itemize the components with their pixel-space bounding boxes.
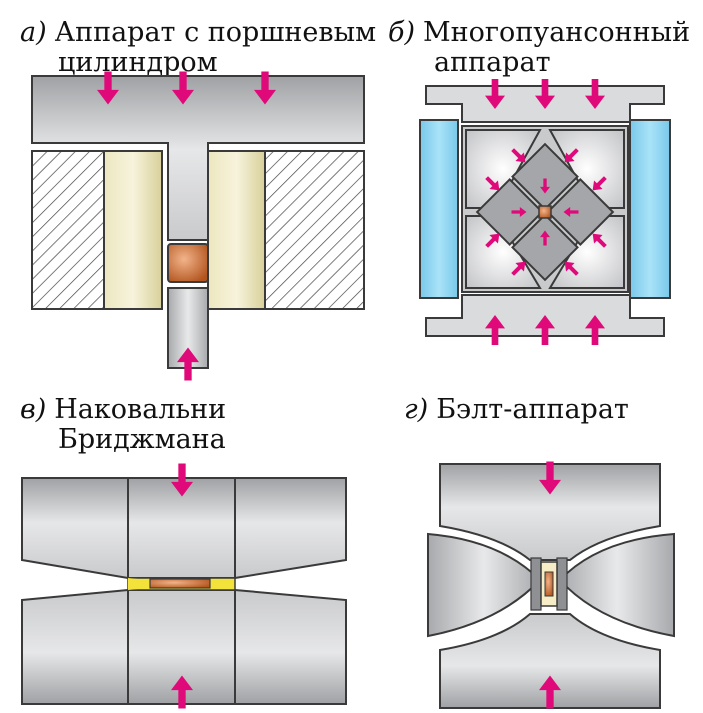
panel-a-liner-right <box>207 150 266 310</box>
panel-a-piston-cylinder: а)Аппарат с поршневым цилиндром <box>20 17 376 381</box>
panel-g-sample <box>544 571 554 597</box>
panel-b-side-block-left <box>419 119 459 299</box>
panel-v-caption-line2: Бриджмана <box>58 424 226 455</box>
panel-a-body-right <box>264 150 365 310</box>
panel-g-upper-anvil <box>439 463 661 561</box>
panel-a-caption-line2: цилиндром <box>58 47 218 78</box>
panel-b-multi-anvil: б)Многопуансонный аппарат <box>388 17 690 345</box>
panel-g-caption-line1: г)Бэлт-аппарат <box>404 394 629 425</box>
panel-g-belt-apparatus: г)Бэлт-аппарат <box>404 394 675 709</box>
panel-v-gasket-wing-left <box>128 578 148 590</box>
panel-v-sample <box>149 578 211 589</box>
panel-b-inner-cubes <box>475 142 615 282</box>
panel-g-lower-anvil <box>439 613 661 709</box>
panel-b-cube-1 <box>511 142 579 211</box>
panel-a-body-left <box>31 150 105 310</box>
panel-a-sample <box>167 243 209 283</box>
panel-v-caption-line1: в)Наковальни <box>20 394 226 425</box>
panel-b-cube-4 <box>511 213 579 282</box>
panel-b-side-block-right <box>629 119 671 299</box>
panel-b-cube-3 <box>475 178 544 246</box>
panel-b-caption-line2: аппарат <box>434 47 551 78</box>
panel-a-liner-left <box>103 150 163 310</box>
panel-g-gasket-left <box>530 557 542 611</box>
panel-a-caption-line1: а)Аппарат с поршневым <box>20 17 376 48</box>
panel-b-anvil-br <box>548 215 625 289</box>
panel-b-caption-line1: б)Многопуансонный <box>388 17 690 48</box>
panel-v-bridgman-anvils: в)Наковальни Бриджмана <box>20 394 347 709</box>
panel-b-cube-2 <box>546 178 615 246</box>
panel-g-gasket-right <box>556 557 568 611</box>
panel-b-sample <box>538 205 552 219</box>
